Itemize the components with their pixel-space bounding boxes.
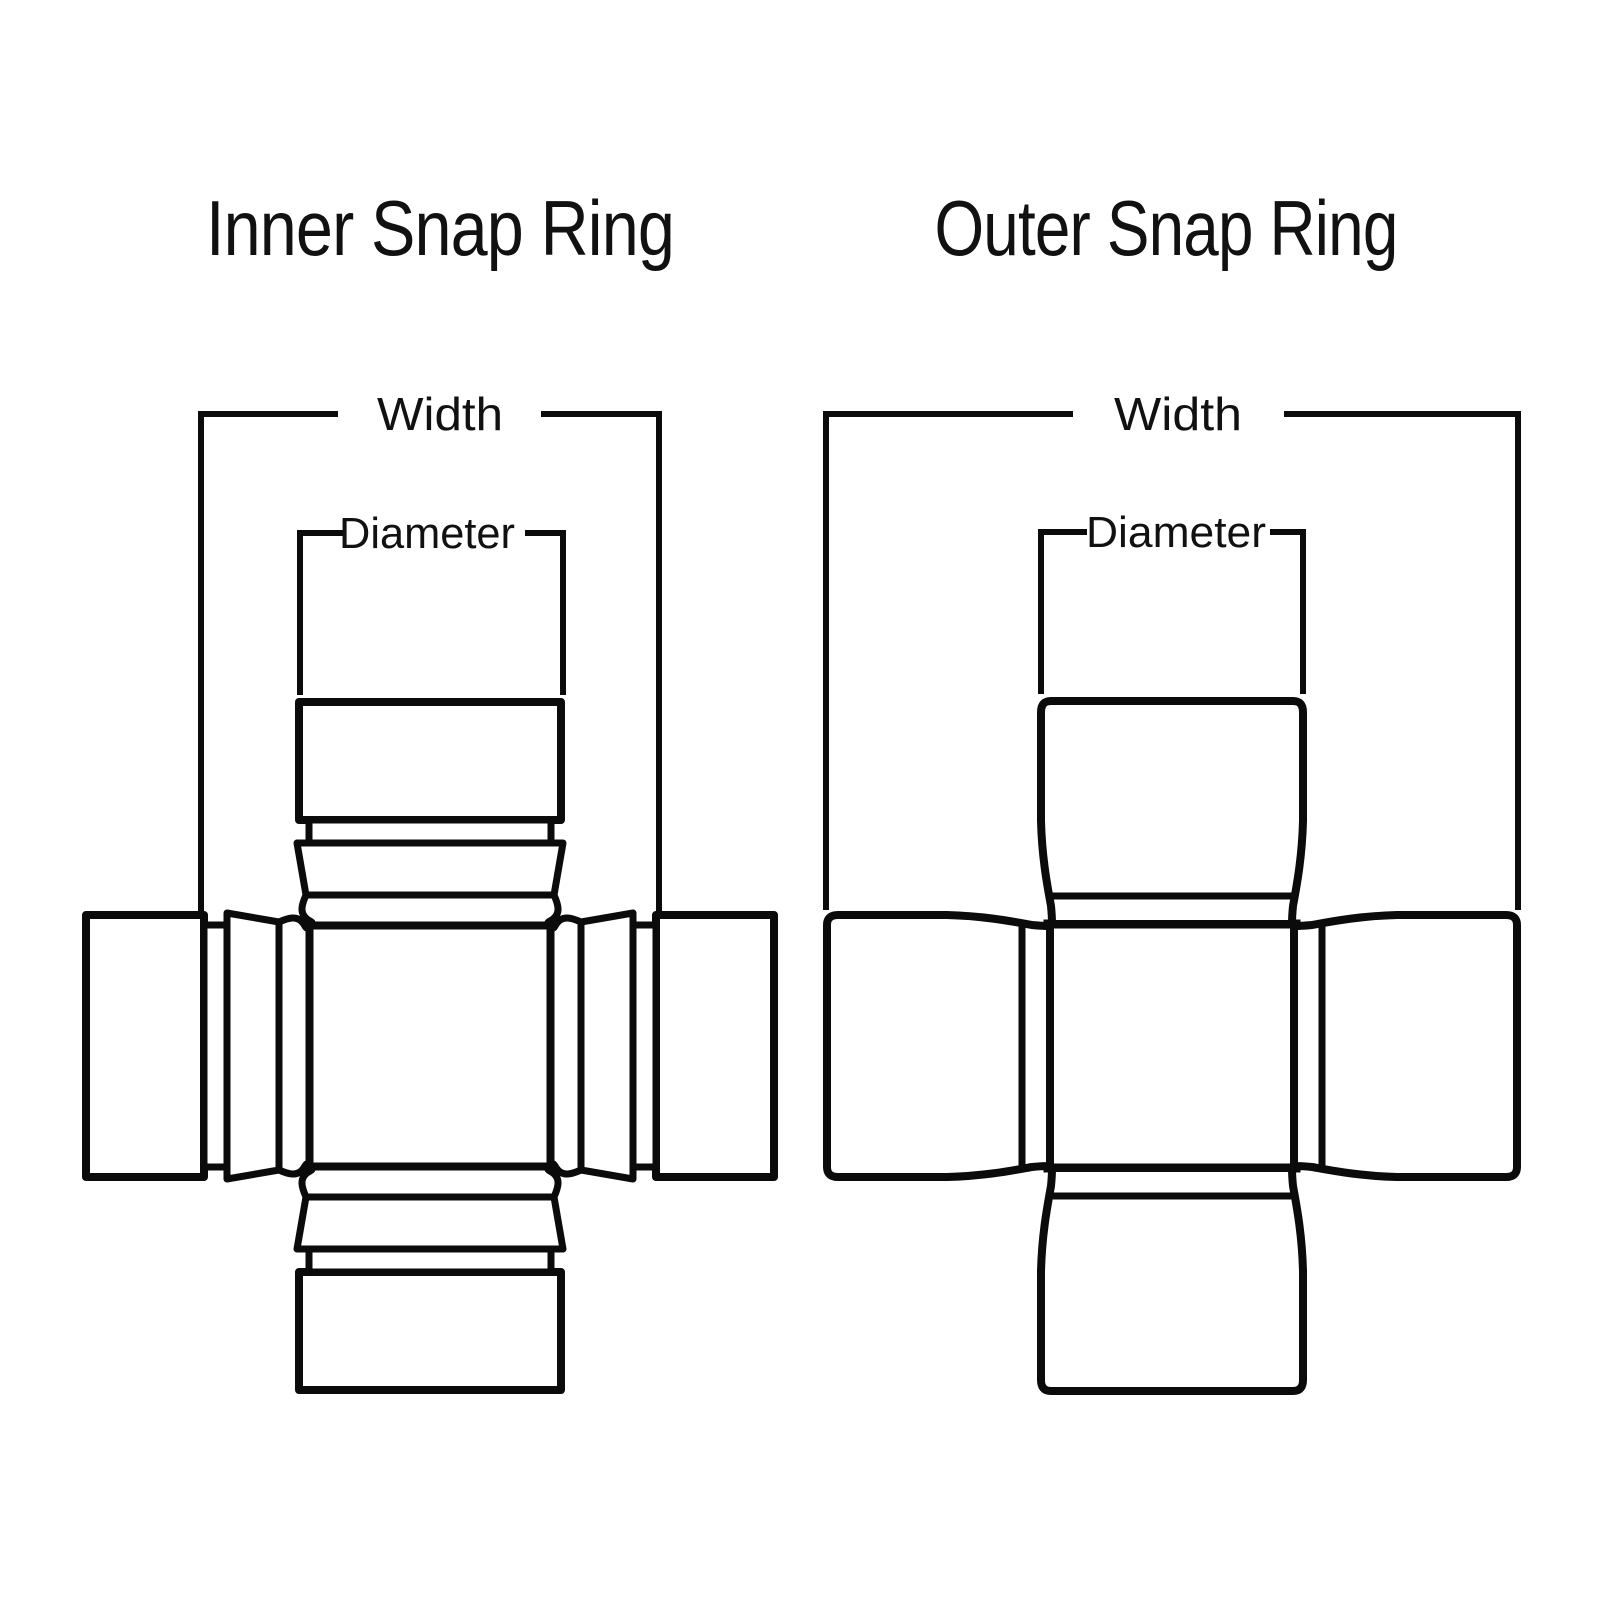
- outer-cross-body: [1043, 919, 1301, 1173]
- outer-diameter-bracket-right: [1270, 529, 1306, 694]
- outer-width-bracket-right: [1284, 411, 1521, 910]
- inner-diameter-dimension: Diameter: [297, 509, 566, 695]
- inner-bearing-cap-right: [551, 913, 774, 1179]
- outer-diameter-dimension: Diameter: [1038, 508, 1306, 694]
- inner-bearing-cap-top: [297, 702, 563, 925]
- outer-width-label: Width: [1114, 388, 1242, 440]
- outer-diameter-bracket-left: [1038, 529, 1087, 694]
- inner-bearing-cap-left: [86, 913, 309, 1179]
- outer-width-dimension: Width: [823, 388, 1521, 910]
- inner-width-dimension: Width: [198, 388, 662, 911]
- outer-diagram-title: Outer Snap Ring: [935, 184, 1398, 272]
- outer-width-bracket-left: [823, 411, 1073, 910]
- inner-width-bracket-right: [541, 411, 662, 911]
- inner-width-label: Width: [377, 388, 503, 440]
- outer-bearing-cap-left: [827, 915, 1050, 1177]
- inner-diameter-label: Diameter: [339, 509, 515, 558]
- inner-snap-ring-diagram: Inner Snap Ring Width Diameter: [86, 184, 774, 1390]
- inner-diagram-title: Inner Snap Ring: [206, 184, 674, 272]
- inner-diameter-bracket-left: [297, 530, 343, 695]
- outer-u-joint-cross: [827, 701, 1517, 1391]
- outer-snap-ring-diagram: Outer Snap Ring Width Diameter: [823, 184, 1521, 1391]
- outer-bearing-cap-top: [1041, 701, 1303, 924]
- outer-bearing-cap-right: [1294, 915, 1517, 1177]
- inner-bearing-cap-bottom: [297, 1167, 563, 1390]
- inner-width-bracket-left: [198, 411, 338, 911]
- inner-cross-body: [304, 920, 556, 1172]
- inner-diameter-bracket-right: [525, 530, 566, 695]
- outer-bearing-cap-bottom: [1041, 1168, 1303, 1391]
- outer-diameter-label: Diameter: [1086, 508, 1266, 557]
- inner-u-joint-cross: [86, 702, 774, 1390]
